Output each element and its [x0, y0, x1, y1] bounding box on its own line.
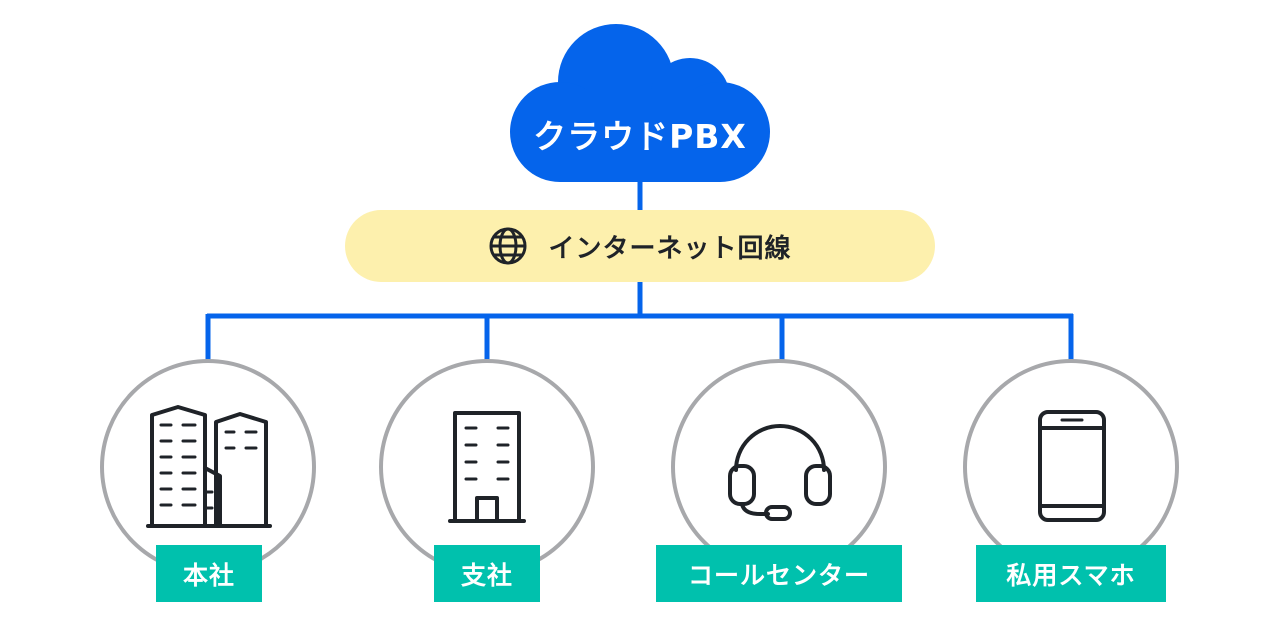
- office-building-icon: [448, 411, 526, 523]
- endpoint-circle-shisha: [379, 359, 595, 575]
- endpoint-circles: [100, 359, 1179, 575]
- endpoint-circle-call-center: [671, 359, 887, 575]
- endpoint-tag-shisha: 支社: [434, 545, 540, 602]
- cloud-icon: [510, 24, 770, 182]
- office-buildings-icon: [146, 405, 272, 528]
- endpoint-circle-honsha: [100, 359, 316, 575]
- internet-line-label: インターネット回線: [548, 233, 792, 264]
- endpoint-tag-mobile: 私用スマホ: [976, 545, 1166, 602]
- headset-icon: [728, 424, 832, 521]
- globe-icon: [489, 227, 527, 265]
- internet-line-pill: インターネット回線: [345, 210, 935, 282]
- endpoint-tag-call-center: コールセンター: [656, 545, 902, 602]
- smartphone-icon: [1038, 410, 1106, 522]
- endpoint-circle-mobile: [963, 359, 1179, 575]
- connector-lines: [205, 178, 1074, 360]
- cloud-pbx-label: クラウドPBX: [533, 117, 747, 156]
- endpoint-tag-honsha: 本社: [156, 545, 262, 602]
